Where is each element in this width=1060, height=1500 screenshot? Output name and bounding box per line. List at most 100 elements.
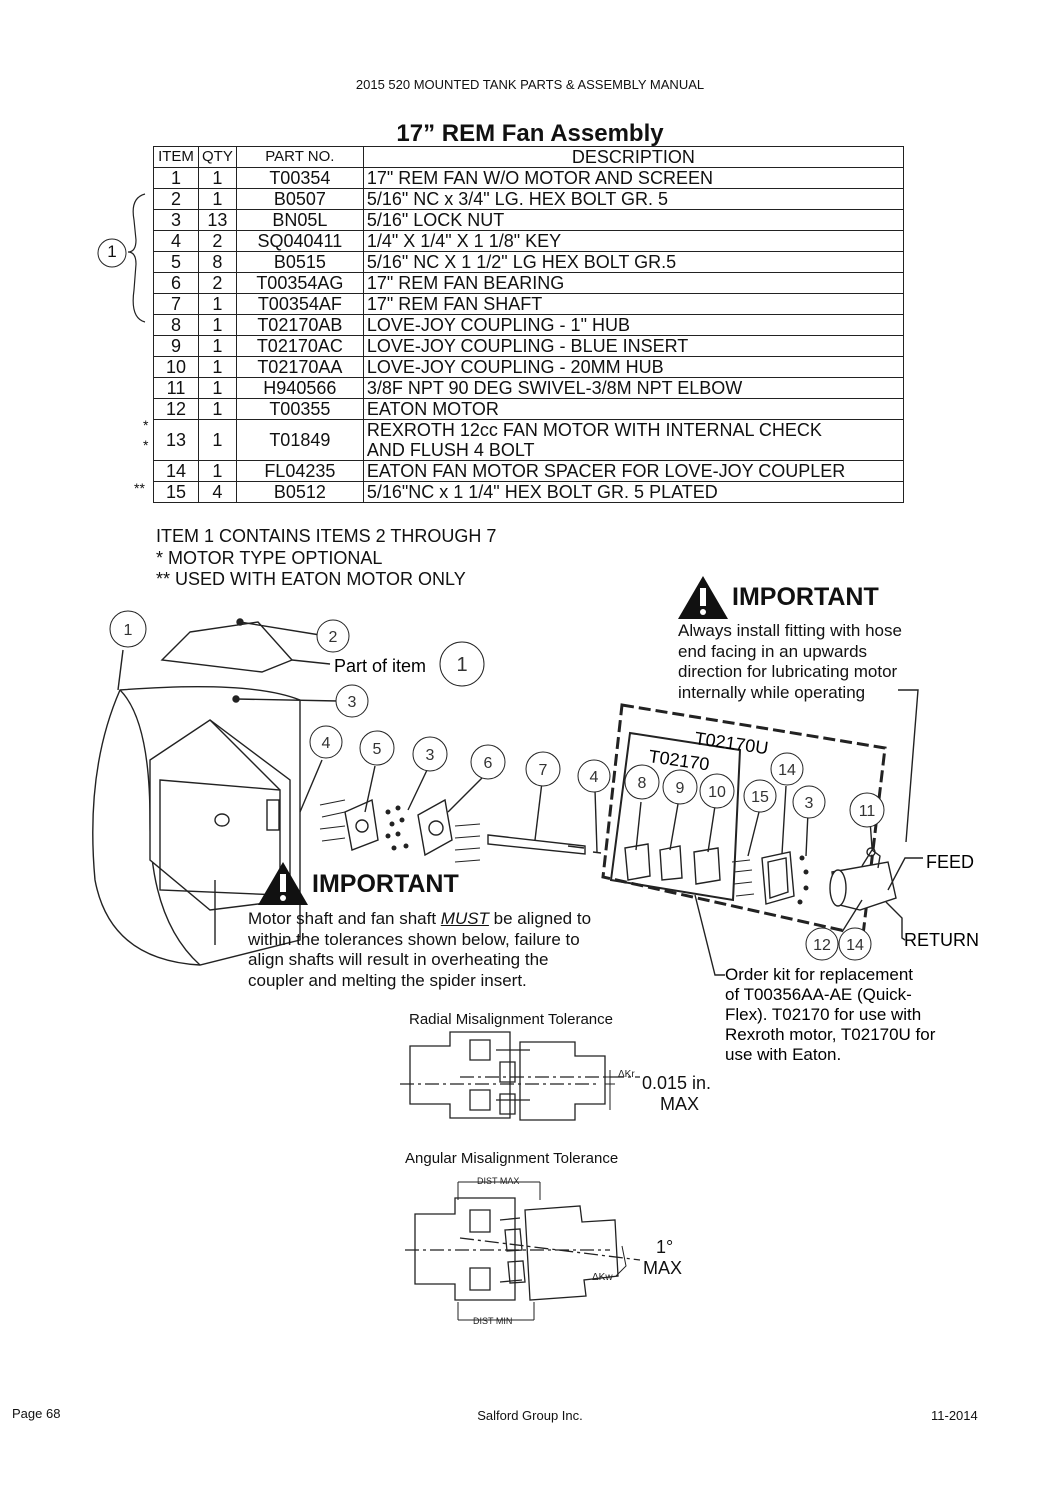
return-label: RETURN	[904, 930, 979, 950]
order-kit-line: Flex). T02170 for use with	[725, 1005, 921, 1024]
cell-item: 10	[153, 356, 199, 378]
callout-circle	[849, 792, 885, 828]
note-line: ITEM 1 CONTAINS ITEMS 2 THROUGH 7	[156, 526, 497, 546]
cell-desc: 17" REM FAN W/O MOTOR AND SCREEN	[362, 167, 904, 189]
kit-box-outer	[601, 703, 887, 937]
fan-bearing-right	[417, 798, 453, 857]
important-mid-line: within the tolerances shown below, failu…	[248, 929, 580, 949]
part-of-item-number: 1	[456, 654, 467, 676]
warning-icon	[678, 576, 728, 619]
angular-coupling-drawing	[405, 1181, 641, 1321]
row-mark: *	[143, 437, 149, 453]
callout-circle	[792, 785, 826, 819]
callout-label: 6	[484, 755, 493, 772]
callout-label: 14	[778, 762, 796, 779]
callout-circle	[624, 764, 660, 800]
callout-circle	[662, 769, 698, 805]
dist-max-label: DIST MAX	[477, 1176, 519, 1186]
cell-part: T02170AB	[235, 314, 364, 336]
cell-item: 13	[153, 419, 199, 461]
important-mid-text: Motor shaft and fan shaft MUST be aligne…	[248, 909, 591, 991]
important-mid-line: Motor shaft and fan shaft MUST be aligne…	[248, 909, 591, 930]
important-mid-line1-post: be aligned to	[488, 909, 592, 928]
kit-box-inner	[609, 731, 742, 902]
warning-icon	[258, 862, 308, 905]
callout-label: 1	[124, 622, 133, 639]
angular-max: MAX	[643, 1258, 683, 1278]
cell-item: 12	[153, 398, 199, 420]
cell-desc-line1: REXROTH 12cc FAN MOTOR WITH INTERNAL CHE…	[366, 420, 822, 440]
cell-desc: 5/16" NC X 1 1/2" LG HEX BOLT GR.5	[362, 251, 904, 273]
order-kit-line: Order kit for replacement	[725, 965, 913, 984]
callout-circle	[743, 779, 777, 813]
table-header-row: ITEM QTY PART NO. DESCRIPTION	[153, 146, 904, 168]
screen-plate	[160, 621, 294, 673]
important-mid-line: align shafts will result in overheating …	[248, 950, 549, 969]
must-emphasis: MUST	[440, 909, 489, 928]
important-mid-title: IMPORTANT	[312, 870, 459, 898]
important-top-line: Always install fitting with hose	[678, 621, 902, 640]
callout-circle	[577, 759, 611, 793]
important-mid-line: coupler and melting the spider insert.	[248, 970, 527, 990]
footer-date: 11-2014	[931, 1408, 978, 1423]
cell-item: 11	[153, 377, 199, 399]
cell-part: T00354AF	[235, 293, 364, 315]
callout-label: 3	[426, 747, 435, 764]
cell-part: T00355	[235, 398, 364, 420]
part-of-item-label: Part of item	[334, 656, 426, 676]
important-top-title: IMPORTANT	[732, 583, 879, 611]
important-top-text: Always install fitting with hose end fac…	[678, 621, 902, 703]
cell-desc-line2: AND FLUSH 4 BOLT	[366, 440, 535, 460]
callout-label: 4	[590, 769, 599, 786]
callout-label: 9	[676, 780, 685, 797]
dist-min-label: DIST MIN	[473, 1316, 512, 1326]
radial-title: Radial Misalignment Tolerance	[409, 1011, 613, 1028]
feed-label: FEED	[926, 852, 974, 872]
callout-circle	[525, 751, 561, 787]
callout-circle	[316, 619, 350, 653]
note-line: * MOTOR TYPE OPTIONAL	[156, 547, 383, 568]
cell-part: H940566	[235, 377, 364, 399]
callout-circle	[359, 730, 395, 766]
kit-inner-label: T02170	[647, 746, 710, 774]
callout-circle	[770, 752, 804, 786]
radial-symbol: ΔKr	[618, 1069, 635, 1080]
fan-bearing-left	[344, 798, 379, 851]
callout-circle	[109, 610, 147, 648]
callout-label: 3	[348, 694, 357, 711]
callout-label: 7	[539, 762, 548, 779]
radial-coupling-drawing	[400, 1031, 640, 1121]
callout-label: 15	[751, 789, 769, 806]
callout-label: 5	[373, 741, 382, 758]
callout-circle	[838, 927, 872, 961]
important-top-line: internally while operating	[678, 682, 866, 702]
callout-label: 8	[638, 775, 647, 792]
cell-desc: 5/16" NC x 3/4" LG. HEX BOLT GR. 5	[362, 188, 904, 210]
callout-label: 3	[805, 795, 814, 812]
order-kit-note: Order kit for replacement of T00356AA-AE…	[725, 965, 936, 1064]
cell-item: 5	[153, 251, 199, 273]
callout-label: 11	[859, 803, 876, 820]
note-line: ** USED WITH EATON MOTOR ONLY	[156, 569, 466, 589]
important-mid-line1-pre: Motor shaft and fan shaft	[248, 909, 441, 928]
cell-part: T01849	[235, 419, 364, 461]
fan-shaft	[487, 834, 586, 855]
cell-desc: LOVE-JOY COUPLING - 1" HUB	[362, 314, 904, 336]
item1-bracket	[97, 193, 146, 323]
order-kit-line: of T00356AA-AE (Quick-	[725, 985, 912, 1004]
callout-circle	[439, 641, 485, 687]
bracket-callout-label: 1	[107, 242, 117, 261]
cell-part: T02170AC	[235, 335, 364, 357]
callout-circle	[699, 773, 735, 809]
callout-circle	[412, 736, 448, 772]
callout-circle	[805, 927, 839, 961]
cell-item: 4	[153, 230, 199, 252]
page-title: 17” REM Fan Assembly	[396, 120, 664, 147]
radial-value: 0.015 in.	[642, 1073, 712, 1093]
